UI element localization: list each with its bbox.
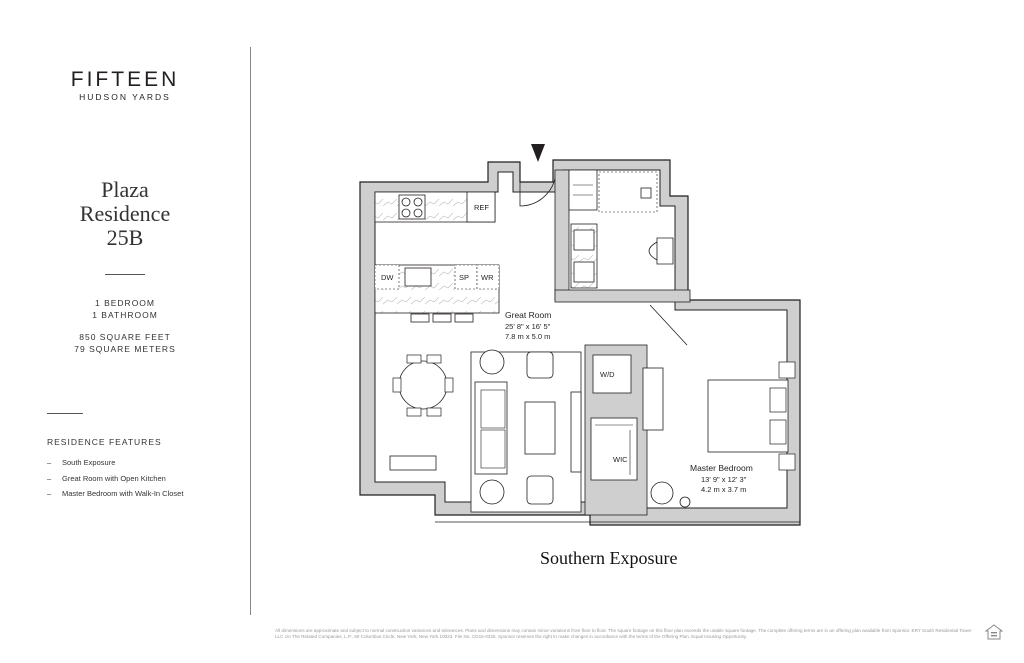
equal-housing-icon xyxy=(985,624,1003,640)
great-room-dim-ft: 25' 8" x 16' 5" xyxy=(505,322,551,331)
residence-title: Plaza Residence 25B xyxy=(40,178,210,250)
feature-item: – South Exposure xyxy=(47,458,115,467)
sp-tag: SP xyxy=(459,273,469,282)
feature-text: Great Room with Open Kitchen xyxy=(62,474,166,483)
brand-subname: HUDSON YARDS xyxy=(79,92,171,102)
floor-plan: REF DW SP WR Great Room 25' 8" x 16' 5" … xyxy=(359,144,801,526)
brand-logo: FIFTEEN xyxy=(70,68,180,91)
master-bedroom-name: Master Bedroom xyxy=(690,463,753,473)
lounge-chair xyxy=(650,481,674,505)
square-meters: 79 SQUARE METERS xyxy=(74,344,176,354)
armchair xyxy=(526,351,554,379)
great-room-dim-m: 7.8 m x 5.0 m xyxy=(505,332,550,341)
feature-text: South Exposure xyxy=(62,458,116,467)
feature-item: – Master Bedroom with Walk-In Closet xyxy=(47,489,183,498)
tv-console xyxy=(570,391,582,473)
features-heading: RESIDENCE FEATURES xyxy=(47,437,162,447)
title-divider xyxy=(105,274,145,275)
armchair xyxy=(526,475,554,505)
bathroom-count: 1 BATHROOM xyxy=(92,310,158,320)
residence-title-line2: Residence xyxy=(79,201,171,226)
master-bedroom-dim-m: 4.2 m x 3.7 m xyxy=(701,485,746,494)
master-bedroom-dim-ft: 13' 9" x 12' 3" xyxy=(701,475,747,484)
entry-arrow-icon xyxy=(531,144,545,162)
dining-table xyxy=(398,360,448,410)
panel-divider xyxy=(250,47,251,615)
wd-tag: W/D xyxy=(600,370,615,379)
wic-tag: WIC xyxy=(613,455,628,464)
bedroom-count: 1 BEDROOM xyxy=(94,298,155,308)
residence-title-line1: Plaza xyxy=(101,177,149,202)
wr-tag: WR xyxy=(481,273,494,282)
exposure-label: Southern Exposure xyxy=(540,548,678,568)
coffee-table xyxy=(524,401,556,455)
toilet xyxy=(648,237,674,265)
ref-tag: REF xyxy=(474,203,489,212)
sink xyxy=(404,267,432,287)
bathroom-walls xyxy=(554,169,570,301)
legal-disclaimer: All dimensions are approximate and subje… xyxy=(275,628,972,639)
dresser xyxy=(642,367,664,431)
great-room-name: Great Room xyxy=(505,310,551,320)
feature-dash: – xyxy=(47,489,52,498)
refrigerator xyxy=(466,191,496,223)
square-feet: 850 SQUARE FEET xyxy=(79,332,171,342)
features-divider xyxy=(47,413,83,414)
residence-title-line3: 25B xyxy=(106,225,144,250)
feature-dash: – xyxy=(47,458,52,467)
dw-tag: DW xyxy=(381,273,394,282)
bath-door xyxy=(649,304,688,346)
feature-text: Master Bedroom with Walk-In Closet xyxy=(62,489,184,498)
console xyxy=(389,455,437,471)
feature-item: – Great Room with Open Kitchen xyxy=(47,474,166,483)
feature-dash: – xyxy=(47,474,52,483)
